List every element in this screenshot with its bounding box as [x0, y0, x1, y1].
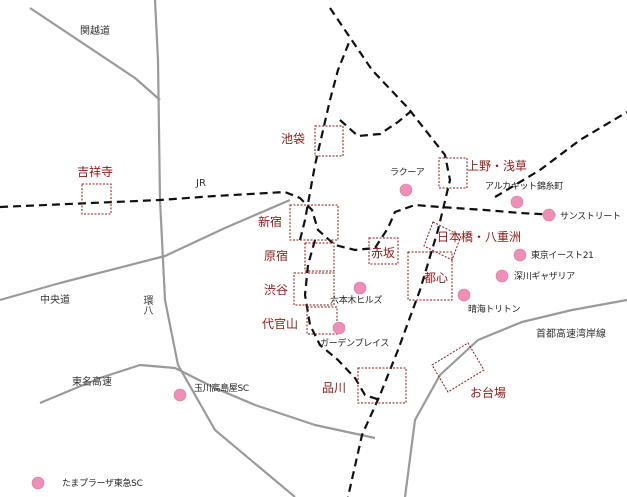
kanetsu-expressway	[29, 7, 161, 101]
label-garden: ガーデンプレイス	[320, 339, 390, 349]
label-daikanyama: 代官山	[262, 317, 299, 331]
label-shinjuku: 新宿	[258, 215, 283, 229]
label-kanetsu: 関越道	[80, 26, 110, 37]
area-box-shinjuku[interactable]	[289, 204, 339, 241]
label-ueno: 上野・浅草	[467, 159, 528, 173]
poi-dot-tamaplaza[interactable]	[31, 476, 45, 490]
area-box-akasaka[interactable]	[368, 237, 399, 265]
poi-dot-roppongi[interactable]	[353, 281, 367, 295]
label-east21: 東京イースト21	[531, 251, 594, 261]
jr-line	[0, 190, 561, 252]
poi-dot-triton[interactable]	[457, 288, 471, 302]
label-ikebukuro: 池袋	[281, 132, 306, 146]
poi-dot-east21[interactable]	[513, 248, 527, 262]
area-box-toshin[interactable]	[407, 251, 453, 301]
poi-dot-sunstreet[interactable]	[542, 208, 556, 222]
chuo-expressway	[0, 198, 291, 302]
label-shibuya: 渋谷	[264, 283, 289, 297]
area-box-nihonbashi[interactable]	[423, 221, 462, 261]
label-odaiba: お台場	[470, 386, 507, 400]
label-tamaplaza: たまプラーザ東急SC	[62, 479, 143, 489]
area-box-shinagawa[interactable]	[357, 367, 407, 404]
label-sunstreet: サンストリート	[560, 212, 621, 222]
label-akasaka: 赤坂	[371, 246, 396, 260]
rail-west-loop	[303, 239, 381, 402]
area-box-shibuya[interactable]	[293, 272, 335, 306]
rail-north-south	[329, 7, 452, 497]
label-triton: 晴海トリトン	[468, 305, 521, 315]
tomei-expressway	[39, 363, 376, 440]
label-tomei: 東名高速	[72, 377, 112, 388]
poi-dot-venus[interactable]	[495, 269, 509, 283]
label-venus: 深川ギャザリア	[514, 272, 575, 282]
poi-dot-garden[interactable]	[332, 321, 346, 335]
label-laqua: ラクーア	[390, 168, 425, 178]
area-box-ikebukuro[interactable]	[314, 125, 344, 157]
label-kanpachi: 環八	[141, 295, 152, 315]
poi-dot-tamagawa[interactable]	[173, 388, 187, 402]
label-harajuku: 原宿	[264, 249, 289, 263]
poi-dot-olinas[interactable]	[510, 195, 524, 209]
poi-dot-laqua[interactable]	[399, 183, 413, 197]
rail-keiyo-line	[494, 111, 627, 198]
rail-northwest	[298, 39, 352, 241]
rail-ikebukuro-loop	[339, 111, 411, 138]
label-chuo: 中央道	[40, 295, 70, 306]
wangan-route	[403, 298, 627, 497]
area-box-harajuku[interactable]	[304, 242, 335, 272]
label-kichijoji: 吉祥寺	[77, 165, 114, 179]
label-nihonbashi: 日本橋・八重洲	[437, 230, 522, 244]
area-box-ueno[interactable]	[438, 157, 468, 189]
label-toshin: 都心	[424, 271, 449, 285]
label-roppongi: 六本木ヒルズ	[330, 296, 383, 306]
area-box-kichijoji[interactable]	[81, 183, 112, 215]
label-shinagawa: 品川	[322, 381, 347, 395]
label-olinas: アルカキット錦糸町	[485, 182, 563, 192]
kanpachi-road	[153, 0, 296, 497]
area-box-odaiba[interactable]	[431, 342, 485, 393]
label-wangan: 首都高速湾岸線	[536, 329, 606, 340]
label-tamagawa: 玉川高島屋SC	[194, 384, 249, 394]
area-box-daikanyama[interactable]	[306, 306, 338, 335]
label-jr: JR	[196, 178, 206, 189]
